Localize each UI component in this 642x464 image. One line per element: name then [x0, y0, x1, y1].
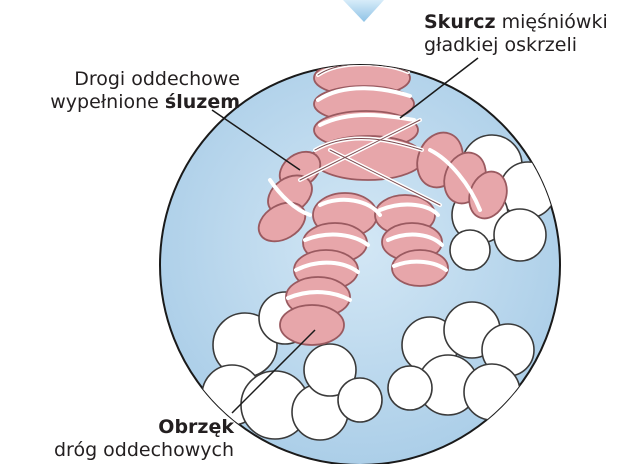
label-mucus-prefix: wypełnione	[50, 91, 165, 113]
label-mucus-bold: śluzem	[165, 91, 240, 113]
label-airways-mucus: Drogi oddechowe wypełnione śluzem	[8, 68, 240, 114]
label-edema-line2: dróg oddechowych	[20, 439, 234, 462]
label-spasm-bold: Skurcz	[424, 11, 496, 33]
label-airway-edema: Obrzęk dróg oddechowych	[20, 416, 234, 462]
label-smooth-muscle-spasm: Skurcz mięśniówki gładkiej oskrzeli	[424, 11, 608, 57]
label-spasm-rest: mięśniówki	[496, 11, 608, 33]
arrow-down-icon	[343, 0, 384, 22]
label-spasm-line2: gładkiej oskrzeli	[424, 34, 608, 57]
label-mucus-line1: Drogi oddechowe	[8, 68, 240, 91]
label-edema-bold: Obrzęk	[158, 416, 234, 438]
